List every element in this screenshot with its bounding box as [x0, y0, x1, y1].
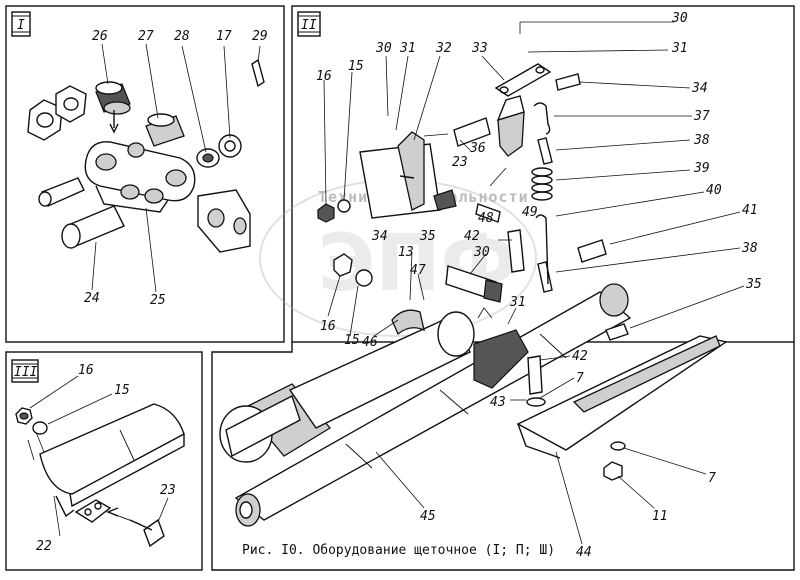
label-16-iii: 16: [78, 363, 94, 378]
label-11: 11: [652, 509, 668, 524]
label-40: 40: [706, 183, 722, 198]
label-47: 47: [410, 263, 426, 278]
panel-ii-parts: [219, 63, 728, 527]
label-23: 23: [452, 155, 468, 170]
label-42-b: 42: [572, 349, 588, 364]
panel-numeral-ii-text: II: [301, 18, 317, 33]
label-35-a: 35: [419, 229, 436, 244]
label-35-b: 35: [745, 277, 762, 292]
label-31-b: 31: [509, 295, 526, 310]
label-7-a: 7: [576, 371, 584, 386]
label-7-b: 7: [708, 471, 716, 486]
label-15-b: 15: [344, 333, 360, 348]
panel-i-leaders: [91, 43, 261, 293]
label-32: 32: [435, 41, 452, 56]
label-38-a: 38: [693, 133, 710, 148]
label-30-a: 30: [375, 41, 392, 56]
label-16-a: 16: [316, 69, 332, 84]
label-49: 49: [522, 205, 538, 220]
label-28: 28: [174, 29, 190, 44]
label-31-top: 31: [671, 41, 688, 56]
label-16-b: 16: [320, 319, 336, 334]
label-22-iii: 22: [36, 539, 52, 554]
panel-numeral-ii: II: [297, 11, 321, 37]
label-48: 48: [478, 211, 494, 226]
label-15-a: 15: [348, 59, 364, 74]
label-33: 33: [471, 41, 488, 56]
label-31-a: 31: [399, 41, 416, 56]
panel-iii-parts: [15, 403, 185, 548]
panel-numeral-i-text: I: [17, 18, 25, 33]
label-39: 39: [693, 161, 710, 176]
label-26: 26: [92, 29, 108, 44]
label-34-b: 34: [371, 229, 388, 244]
label-17: 17: [216, 29, 232, 44]
figure-caption: Рис. I0. Оборудование щеточное (I; П; Ш): [242, 543, 555, 558]
label-41: 41: [742, 203, 758, 218]
panel-iii-leaders: [29, 375, 169, 537]
label-46: 46: [362, 335, 378, 350]
panel-ii-leaders: [323, 21, 745, 545]
label-45: 45: [420, 509, 436, 524]
label-15-iii: 15: [114, 383, 130, 398]
panel-numeral-i: I: [11, 11, 31, 37]
label-13: 13: [398, 245, 414, 260]
label-24: 24: [84, 291, 100, 306]
label-37: 37: [693, 109, 710, 124]
label-42-a: 42: [464, 229, 480, 244]
label-29: 29: [252, 29, 268, 44]
label-25: 25: [150, 293, 166, 308]
label-36: 36: [469, 141, 486, 156]
label-38-b: 38: [741, 241, 758, 256]
panel-i-parts: [27, 58, 265, 253]
panel-numeral-iii: III: [11, 359, 39, 383]
panel-frame-i: [5, 5, 285, 343]
label-27: 27: [138, 29, 154, 44]
label-34-top: 34: [691, 81, 708, 96]
panel-frame-iii: [5, 351, 203, 571]
label-43: 43: [490, 395, 506, 410]
panel-iii-labels: 16 15 23 22: [36, 363, 176, 554]
panel-i-labels: 26 27 28 17 29 24 25: [84, 29, 268, 308]
panel-ii-labels: 30 31 30 31 32 33 34 16 15 37 36 23 38 3…: [316, 11, 762, 560]
label-30-top: 30: [671, 11, 688, 26]
label-44: 44: [576, 545, 592, 560]
label-23-iii: 23: [160, 483, 176, 498]
panel-frame-ii-lower: [211, 342, 795, 571]
label-30-b: 30: [473, 245, 490, 260]
panel-numeral-iii-text: III: [14, 365, 38, 380]
